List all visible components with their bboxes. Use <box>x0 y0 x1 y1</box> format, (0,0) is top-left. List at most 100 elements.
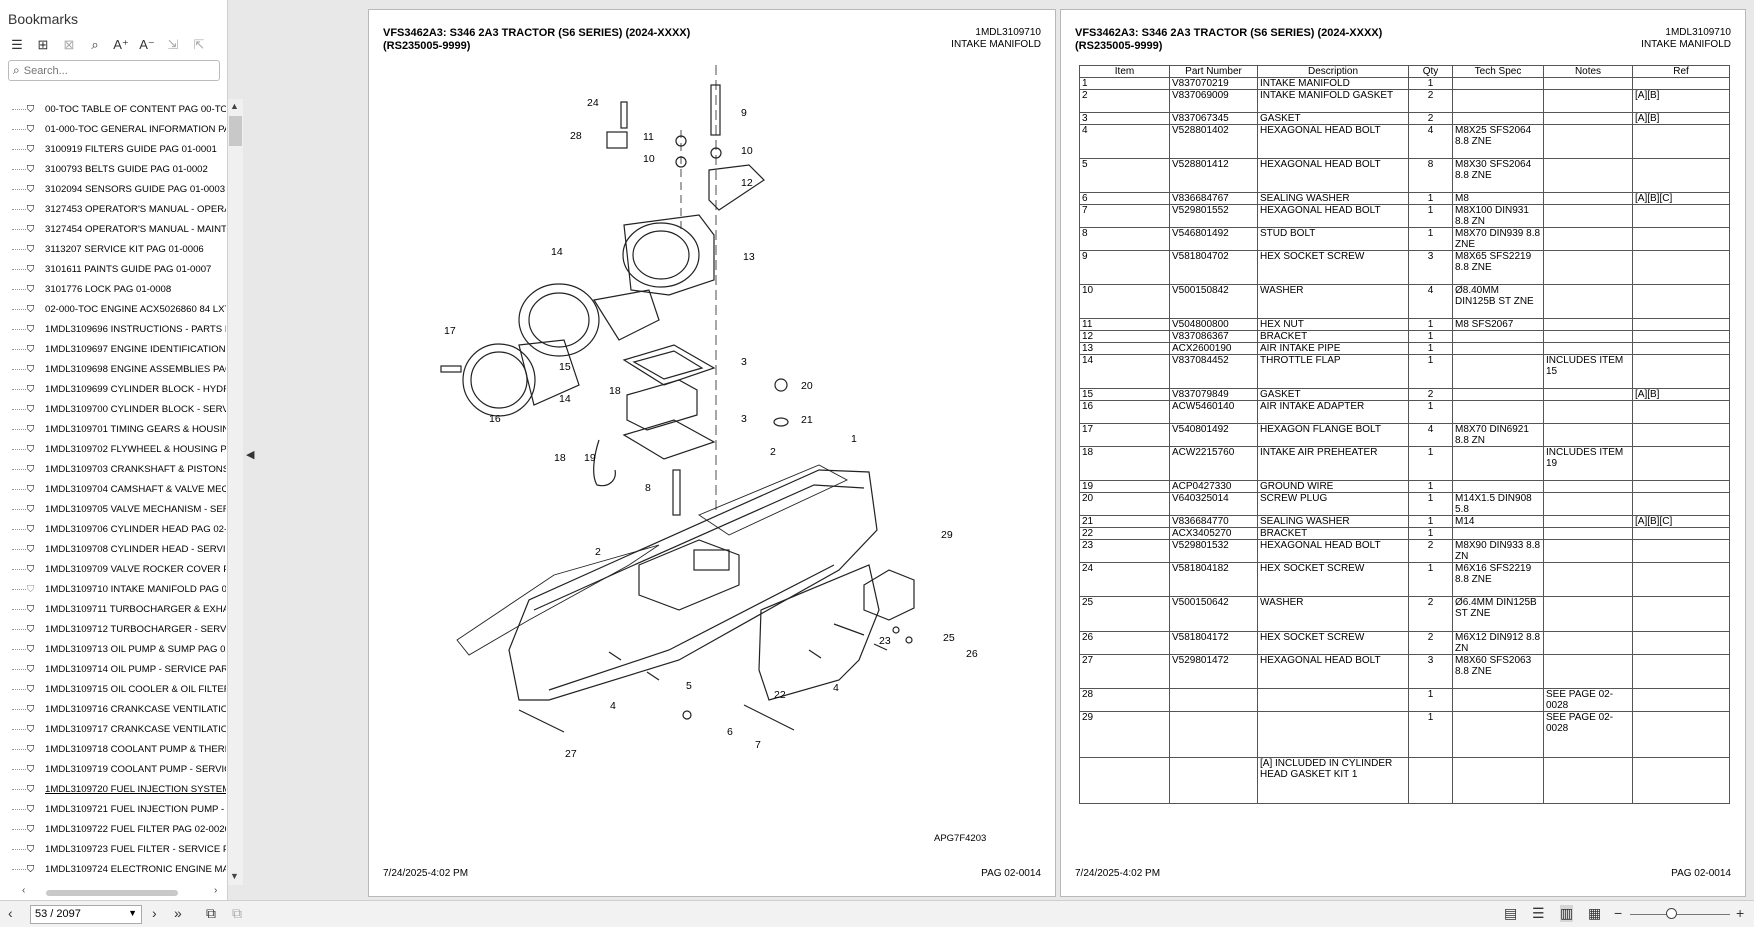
zoom-slider-track[interactable] <box>1630 914 1730 915</box>
scroll-down-icon[interactable]: ▼ <box>230 871 239 881</box>
bookmark-item[interactable]: ⛉3101611 PAINTS GUIDE PAG 01-0007 <box>12 259 226 279</box>
bookmark-item[interactable]: ⛉3100793 BELTS GUIDE PAG 01-0002 <box>12 159 226 179</box>
drawing-page: VFS3462A3: S346 2A3 TRACTOR (S6 SERIES) … <box>368 9 1056 897</box>
bookmark-item[interactable]: ⛉1MDL3109712 TURBOCHARGER - SERVICE <box>12 619 226 639</box>
cell-notes <box>1543 654 1633 689</box>
next-page-icon[interactable]: › <box>152 905 157 921</box>
scroll-right-icon[interactable]: › <box>214 885 218 896</box>
add-bookmark-icon[interactable]: ⊞ <box>37 37 49 52</box>
bookmark-item[interactable]: ⛉1MDL3109718 COOLANT PUMP & THERM <box>12 739 226 759</box>
bookmark-item[interactable]: ⛉1MDL3109716 CRANKCASE VENTILATION <box>12 699 226 719</box>
bookmark-label: 1MDL3109706 CYLINDER HEAD PAG 02-00 <box>45 523 226 535</box>
bookmark-item[interactable]: ⛉1MDL3109711 TURBOCHARGER & EXHAU <box>12 599 226 619</box>
bookmark-item[interactable]: ⛉1MDL3109696 INSTRUCTIONS - PARTS LIS <box>12 319 226 339</box>
bookmark-item[interactable]: ⛉1MDL3109720 FUEL INJECTION SYSTEM P <box>12 779 226 799</box>
page-number-box[interactable]: 53 / 2097 ▼ <box>30 905 142 924</box>
zoom-slider-knob[interactable] <box>1666 908 1677 919</box>
scrollbar-thumb[interactable] <box>229 116 242 146</box>
two-page-view-icon[interactable]: ▥ <box>1560 905 1574 922</box>
chevron-down-icon[interactable]: ▼ <box>128 908 137 918</box>
cell-item: 4 <box>1079 124 1170 159</box>
bookmark-icon: ⛉ <box>27 663 35 675</box>
bookmark-item[interactable]: ⛉1MDL3109706 CYLINDER HEAD PAG 02-00 <box>12 519 226 539</box>
bookmark-item[interactable]: ⛉1MDL3109727 FAN DRIVE PAG 02-0030 <box>12 879 226 886</box>
bookmark-item[interactable]: ⛉1MDL3109709 VALVE ROCKER COVER PAG <box>12 559 226 579</box>
cell-item: 16 <box>1079 400 1170 424</box>
callout-label: 19 <box>584 452 596 464</box>
cell-desc: HEX SOCKET SCREW <box>1257 250 1409 285</box>
previous-page-icon[interactable]: ‹ <box>8 905 13 921</box>
bookmark-vertical-scrollbar[interactable]: ▲ ▼ <box>228 99 243 885</box>
bookmark-label: 01-000-TOC GENERAL INFORMATION PAG <box>45 123 226 135</box>
delete-bookmark-icon[interactable]: ⊠ <box>63 37 75 52</box>
single-page-view-icon[interactable]: ▤ <box>1504 905 1518 921</box>
bookmark-item[interactable]: ⛉3101776 LOCK PAG 01-0008 <box>12 279 226 299</box>
cell-qty: 1 <box>1408 192 1453 205</box>
horizontal-scrollbar-thumb[interactable] <box>46 890 178 896</box>
collapse-panel-icon[interactable]: ◀ <box>246 449 255 461</box>
bookmark-item[interactable]: ⛉1MDL3109722 FUEL FILTER PAG 02-0026 <box>12 819 226 839</box>
bookmark-item[interactable]: ⛉1MDL3109699 CYLINDER BLOCK - HYDRA <box>12 379 226 399</box>
bookmark-item[interactable]: ⛉1MDL3109705 VALVE MECHANISM - SERV <box>12 499 226 519</box>
increase-font-icon[interactable]: A⁺ <box>113 37 129 52</box>
bookmark-item[interactable]: ⛉3113207 SERVICE KIT PAG 01-0006 <box>12 239 226 259</box>
bookmark-item[interactable]: ⛉01-000-TOC GENERAL INFORMATION PAG <box>12 119 226 139</box>
bookmark-item[interactable]: ⛉1MDL3109704 CAMSHAFT & VALVE MECH <box>12 479 226 499</box>
bookmark-item[interactable]: ⛉1MDL3109702 FLYWHEEL & HOUSING PA <box>12 439 226 459</box>
bookmark-item[interactable]: ⛉1MDL3109721 FUEL INJECTION PUMP - S <box>12 799 226 819</box>
bookmark-item[interactable]: ⛉1MDL3109715 OIL COOLER & OIL FILTER <box>12 679 226 699</box>
cell-desc: GASKET <box>1257 388 1409 401</box>
cell-item: 11 <box>1079 318 1170 331</box>
scroll-left-icon[interactable]: ‹ <box>22 885 26 896</box>
scroll-up-icon[interactable]: ▲ <box>230 101 239 111</box>
bookmark-item[interactable]: ⛉1MDL3109724 ELECTRONIC ENGINE MAN <box>12 859 226 879</box>
bookmark-item[interactable]: ⛉3102094 SENSORS GUIDE PAG 01-0003 <box>12 179 226 199</box>
paste-icon[interactable]: ⧉ <box>232 905 242 921</box>
continuous-view-icon[interactable]: ☰ <box>1532 905 1545 921</box>
bookmark-label: 1MDL3109696 INSTRUCTIONS - PARTS LIS <box>45 323 226 335</box>
zoom-in-icon[interactable]: + <box>1736 905 1745 921</box>
bookmark-item[interactable]: ⛉1MDL3109710 INTAKE MANIFOLD PAG 02 <box>12 579 226 599</box>
bookmark-item[interactable]: ⛉1MDL3109697 ENGINE IDENTIFICATION P <box>12 339 226 359</box>
bookmark-item[interactable]: ⛉3100919 FILTERS GUIDE PAG 01-0001 <box>12 139 226 159</box>
decrease-font-icon[interactable]: A⁻ <box>139 37 155 52</box>
bookmark-icon: ⛉ <box>27 743 35 755</box>
collapse-bookmark-icon[interactable]: ⇱ <box>193 37 205 52</box>
callout-label: 1 <box>851 433 857 445</box>
last-page-icon[interactable]: » <box>174 905 182 921</box>
bookmark-item[interactable]: ⛉02-000-TOC ENGINE ACX5026860 84 LXTN <box>12 299 226 319</box>
cell-desc: AIR INTAKE ADAPTER <box>1257 400 1409 424</box>
bookmark-horizontal-scrollbar[interactable]: ‹ › <box>12 885 228 899</box>
cell-qty: 2 <box>1408 388 1453 401</box>
bookmark-item[interactable]: ⛉1MDL3109713 OIL PUMP & SUMP PAG 02 <box>12 639 226 659</box>
bookmark-label: 1MDL3109723 FUEL FILTER - SERVICE PAR <box>45 843 226 855</box>
bookmark-item[interactable]: ⛉1MDL3109714 OIL PUMP - SERVICE PART <box>12 659 226 679</box>
bookmark-item[interactable]: ⛉1MDL3109698 ENGINE ASSEMBLIES PAG 0 <box>12 359 226 379</box>
callout-label: 10 <box>741 145 753 157</box>
bookmark-item[interactable]: ⛉3127453 OPERATOR'S MANUAL - OPERAT <box>12 199 226 219</box>
copy-icon[interactable]: ⧉ <box>206 905 216 921</box>
bookmark-item[interactable]: ⛉1MDL3109717 CRANKCASE VENTILATION <box>12 719 226 739</box>
bookmark-item[interactable]: ⛉1MDL3109719 COOLANT PUMP - SERVICE <box>12 759 226 779</box>
expand-bookmark-icon[interactable]: ⇲ <box>167 37 179 52</box>
cell-desc: HEXAGONAL HEAD BOLT <box>1257 158 1409 193</box>
bookmark-item[interactable]: ⛉3127454 OPERATOR'S MANUAL - MAINTE <box>12 219 226 239</box>
bookmark-item[interactable]: ⛉1MDL3109701 TIMING GEARS & HOUSING <box>12 419 226 439</box>
callout-label: 15 <box>559 361 571 373</box>
find-bookmark-icon[interactable]: ⌕ <box>91 37 99 52</box>
bookmark-search-box[interactable]: ⌕ <box>8 60 220 81</box>
bookmark-item[interactable]: ⛉00-TOC TABLE OF CONTENT PAG 00-TOC <box>12 99 226 119</box>
bookmark-search-input[interactable] <box>23 64 204 77</box>
bookmark-item[interactable]: ⛉1MDL3109708 CYLINDER HEAD - SERVICE <box>12 539 226 559</box>
bookmark-item[interactable]: ⛉1MDL3109723 FUEL FILTER - SERVICE PAR <box>12 839 226 859</box>
bookmark-item[interactable]: ⛉1MDL3109700 CYLINDER BLOCK - SERVIC <box>12 399 226 419</box>
two-page-continuous-icon[interactable]: ▦ <box>1588 905 1602 921</box>
zoom-out-icon[interactable]: − <box>1614 905 1623 921</box>
cell-qty: 1 <box>1408 492 1453 516</box>
bookmark-item[interactable]: ⛉1MDL3109703 CRANKSHAFT & PISTONS P <box>12 459 226 479</box>
bookmark-options-icon[interactable]: ☰ <box>11 37 23 52</box>
cell-qty: 2 <box>1408 89 1453 113</box>
